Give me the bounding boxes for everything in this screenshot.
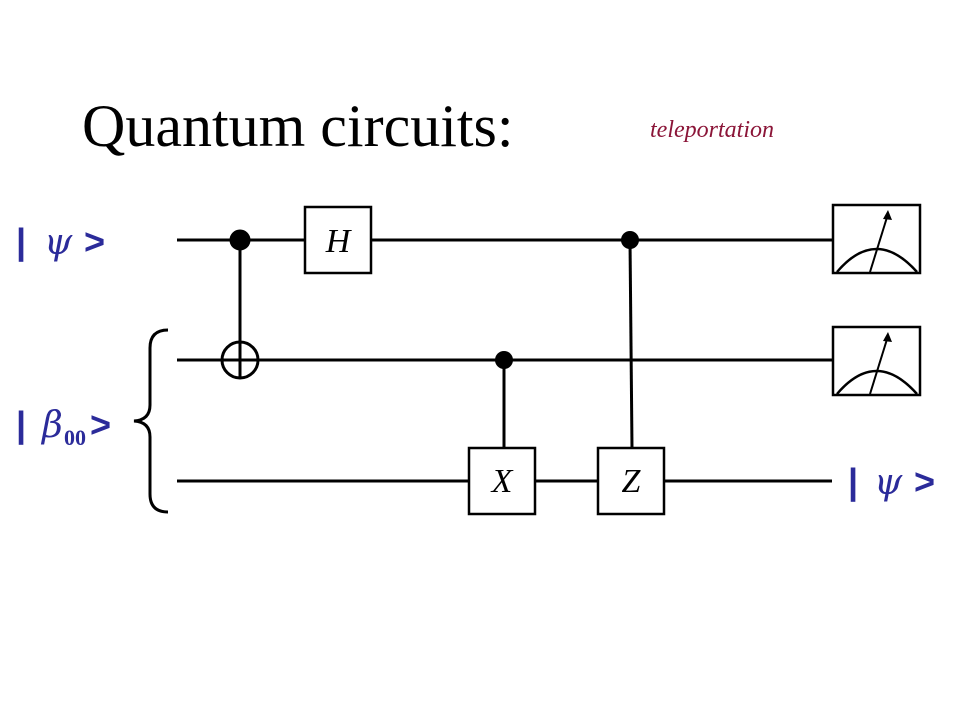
controlled-z-gate: Z: [596, 231, 666, 516]
psi-symbol: ψ: [874, 462, 903, 503]
cnot-control-dot: [229, 229, 251, 251]
cnot-gate: [220, 229, 260, 380]
page-title: Quantum circuits:: [82, 93, 514, 159]
hadamard-label: H: [325, 223, 353, 260]
ket-open: |: [16, 404, 26, 446]
ket-close: >: [90, 404, 111, 445]
input-psi-label: | ψ >: [16, 221, 105, 263]
subtitle: teleportation: [650, 117, 774, 143]
hadamard-gate: H: [303, 205, 373, 275]
output-psi-label: | ψ >: [848, 461, 935, 503]
ket-open: |: [848, 461, 858, 503]
z-control-dot: [621, 231, 639, 249]
meter-qubit-2: [831, 325, 922, 397]
ket-close: >: [914, 461, 935, 502]
input-beta-label: | β 00 >: [16, 404, 111, 450]
meter-qubit-1: [831, 203, 922, 275]
z-gate-label: Z: [622, 463, 642, 500]
ket-open: |: [16, 221, 26, 263]
beta-symbol: β: [40, 405, 63, 446]
controlled-x-gate: X: [467, 351, 537, 516]
psi-symbol: ψ: [44, 222, 73, 263]
beta-subscript: 00: [64, 425, 86, 450]
ket-close: >: [84, 221, 105, 262]
x-control-dot: [495, 351, 513, 369]
brace: [133, 328, 169, 514]
x-gate-label: X: [490, 463, 514, 500]
